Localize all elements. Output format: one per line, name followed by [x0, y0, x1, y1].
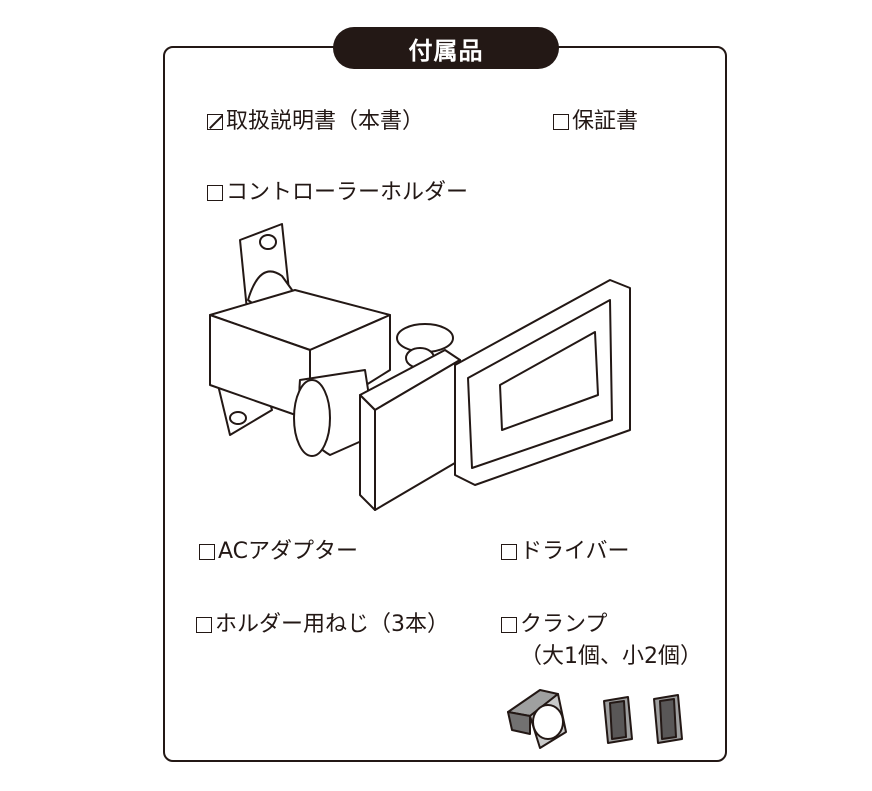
item-clamp: クランプ — [501, 612, 607, 638]
section-title: 付属品 — [333, 27, 559, 69]
checkbox-checked-icon — [207, 114, 223, 130]
item-ac-adapter: ACアダプター — [199, 539, 358, 565]
item-label: ドライバー — [520, 539, 630, 564]
clamp-large-icon — [507, 689, 567, 749]
item-screwdriver: ドライバー — [501, 539, 630, 565]
checkbox-icon — [196, 617, 212, 633]
checkbox-icon — [199, 544, 215, 560]
clamp-small-icon — [653, 694, 683, 744]
controller-holder-illustration — [209, 223, 631, 511]
checkbox-icon — [553, 114, 569, 130]
item-holder-screws: ホルダー用ねじ（3本） — [196, 612, 449, 638]
item-manual: 取扱説明書（本書） — [207, 109, 424, 135]
item-label: クランプ — [520, 612, 608, 637]
item-warranty: 保証書 — [553, 109, 638, 135]
clamp-quantity-note: （大1個、小2個） — [520, 644, 702, 669]
item-controller-holder: コントローラーホルダー — [207, 180, 468, 206]
item-label: ACアダプター — [218, 539, 359, 564]
checkbox-icon — [207, 185, 223, 201]
checkbox-icon — [501, 617, 517, 633]
checkbox-icon — [501, 544, 517, 560]
clamp-small-icon — [603, 696, 633, 744]
item-label: 取扱説明書（本書） — [226, 109, 425, 134]
item-label: コントローラーホルダー — [226, 180, 469, 205]
item-label: ホルダー用ねじ（3本） — [215, 612, 449, 637]
item-label: 保証書 — [572, 109, 639, 134]
